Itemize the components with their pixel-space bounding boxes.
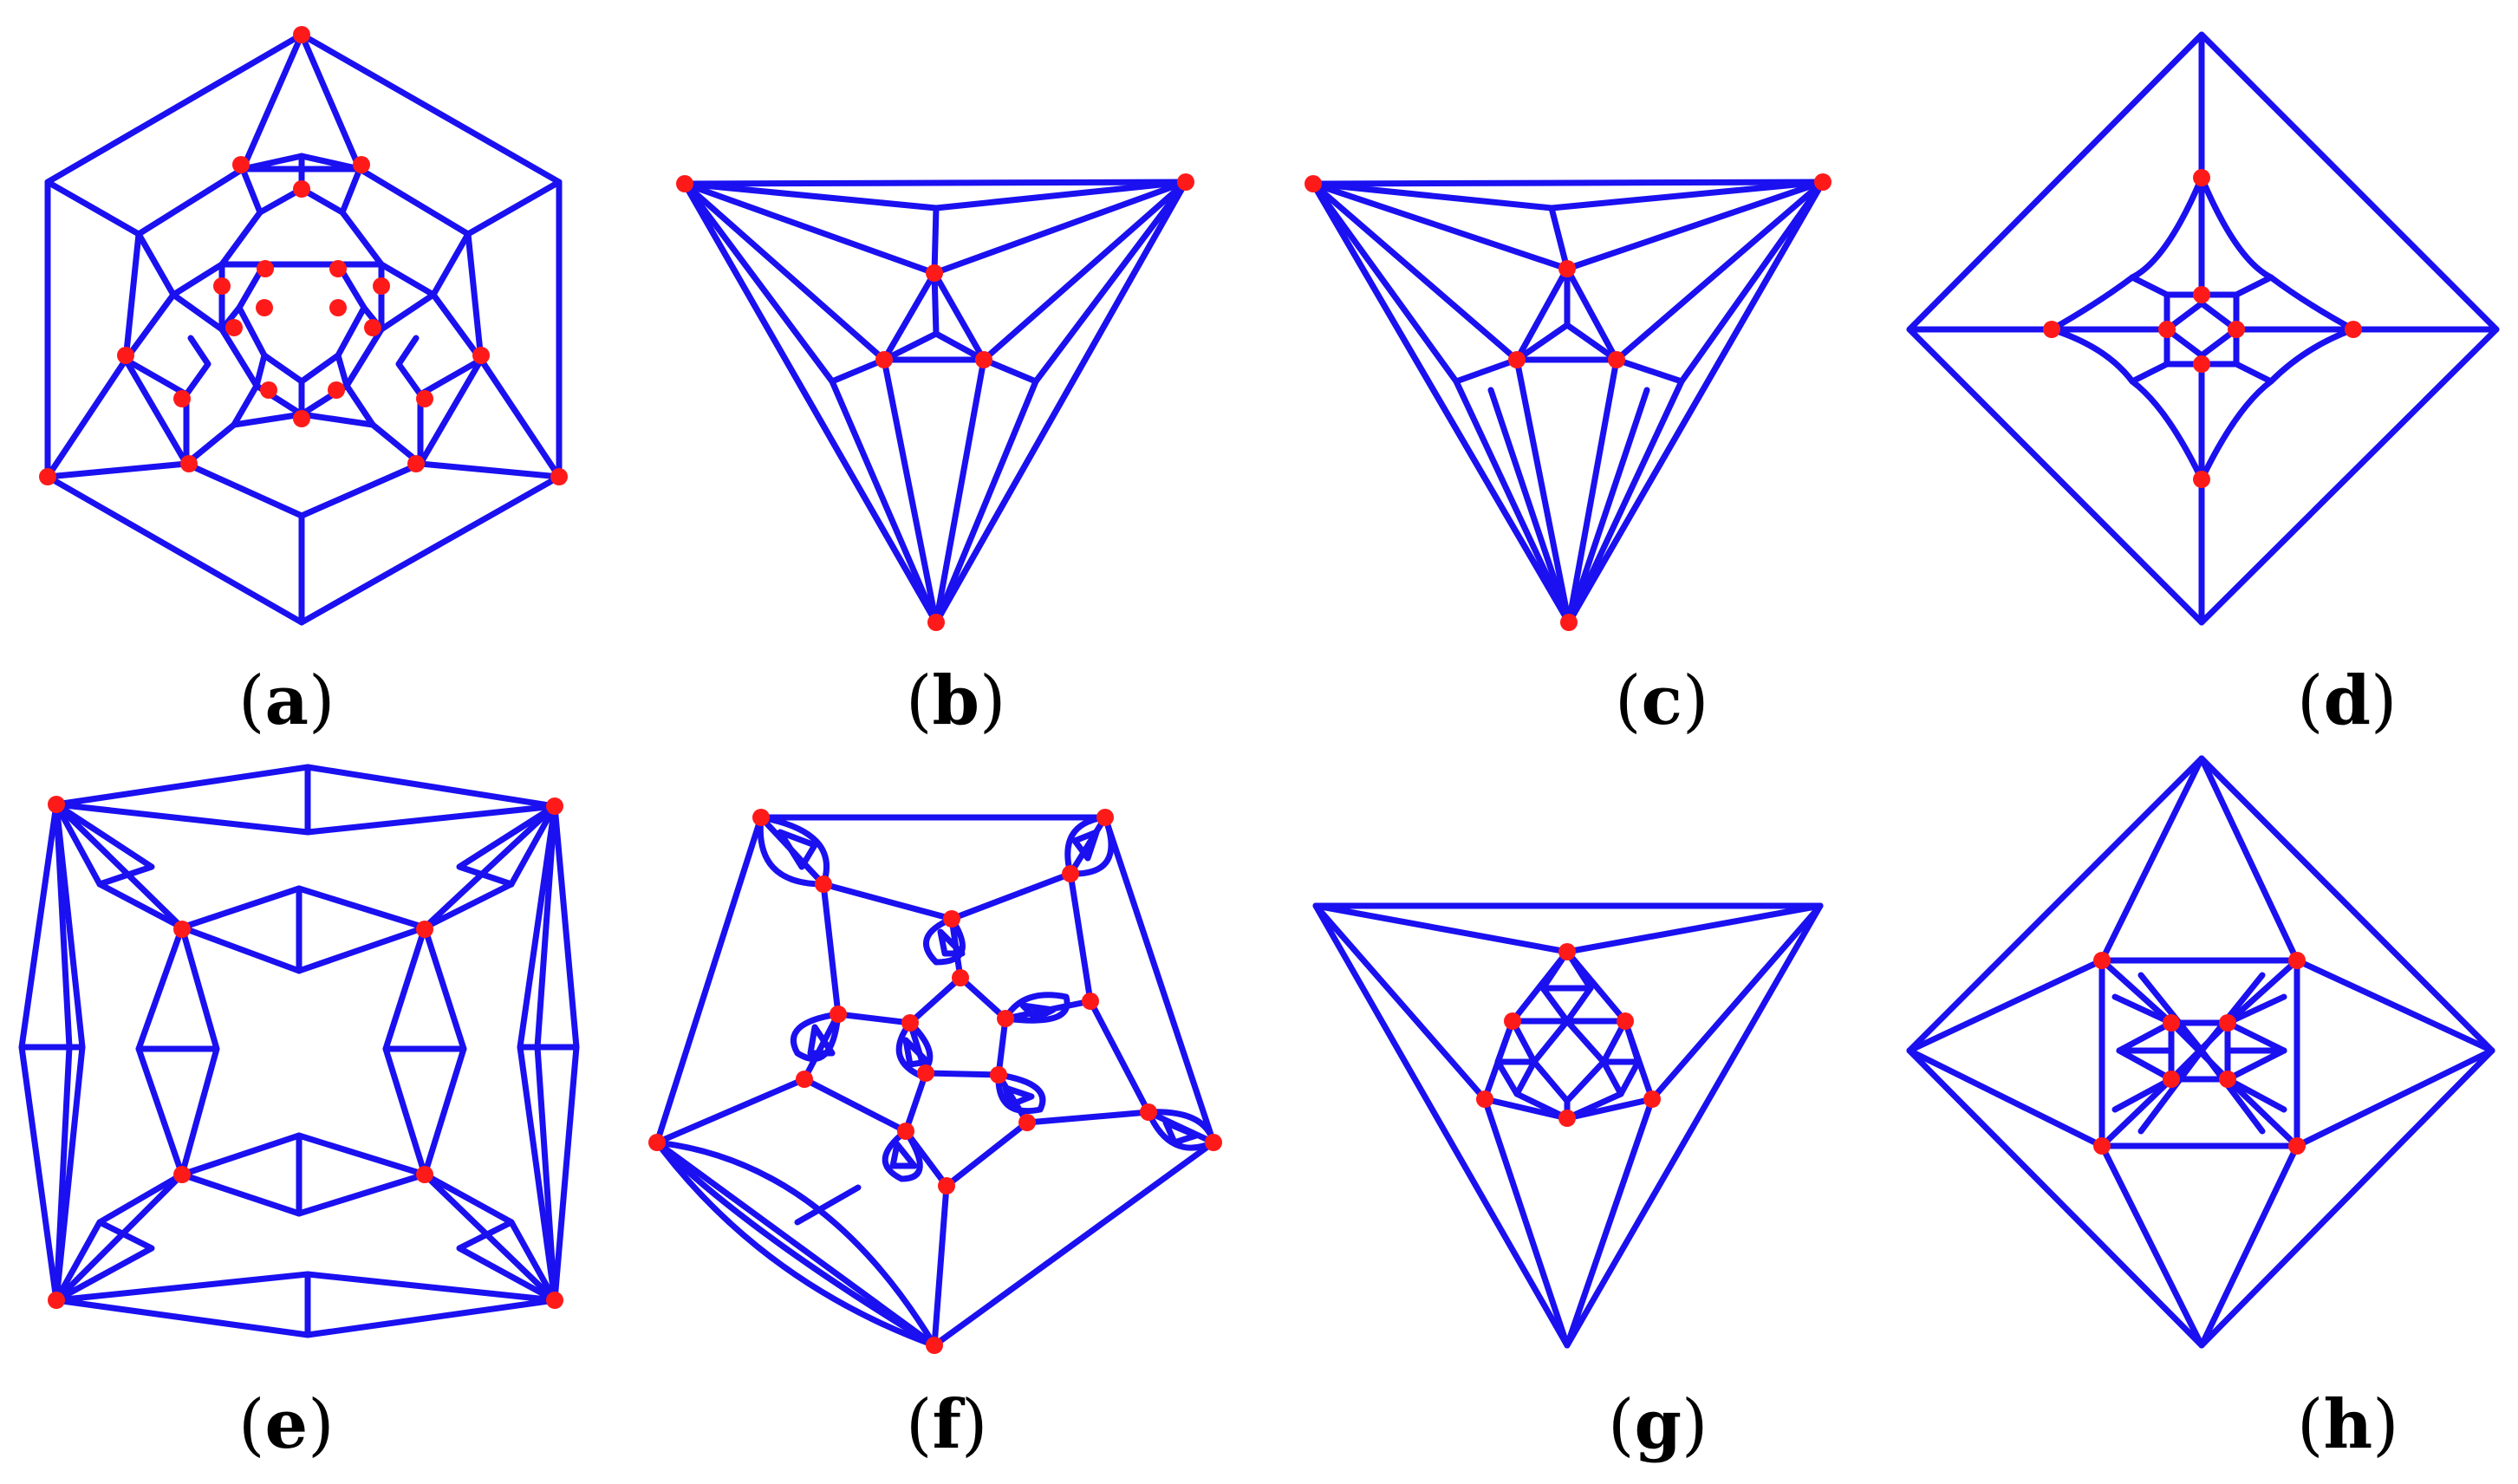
caption-panel-b: (b) (906, 661, 1005, 740)
panel-g-graph (1312, 902, 1824, 1349)
caption-panel-c: (c) (1615, 661, 1708, 740)
panel-a-edges (44, 31, 563, 626)
panel-g-vertices (1476, 943, 1661, 1127)
panel-f-vertices (648, 809, 1222, 1354)
panel-b-vertices (676, 173, 1194, 631)
panel-f-graph (648, 809, 1222, 1354)
panel-d-edges (1906, 31, 2500, 626)
caption-panel-f: (f) (906, 1385, 987, 1464)
caption-panel-h: (h) (2297, 1385, 2399, 1464)
caption-panel-a: (a) (238, 661, 335, 740)
panel-h-edges (1906, 755, 2495, 1349)
panel-e-edges (18, 764, 580, 1338)
caption-panel-d: (d) (2297, 661, 2397, 740)
panel-d-graph (1906, 31, 2500, 626)
panel-h-graph (1906, 755, 2495, 1349)
panel-a-vertices (39, 26, 568, 485)
panel-b-edges (681, 179, 1189, 626)
panel-b-graph (676, 173, 1194, 631)
caption-panel-e: (e) (238, 1385, 335, 1464)
panel-f-edges (654, 814, 1217, 1349)
panel-c-graph (1305, 173, 1832, 631)
panel-c-edges (1310, 179, 1826, 626)
panel-c-vertices (1305, 173, 1832, 631)
panel-e-graph (18, 764, 580, 1338)
panel-h-vertices (2093, 952, 2306, 1155)
panel-a-graph (39, 26, 568, 626)
panel-e-vertices (48, 796, 563, 1309)
caption-panel-g: (g) (1608, 1385, 1708, 1464)
panel-d-vertices (2043, 169, 2362, 488)
